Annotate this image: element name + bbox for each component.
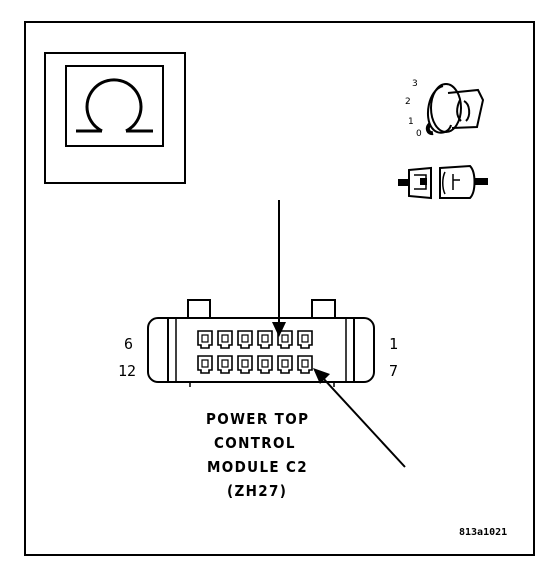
pin-cavity-6	[197, 330, 213, 349]
pin-terminal-6	[201, 334, 209, 343]
ohmmeter-icon	[44, 52, 186, 184]
probe-arrow-bottom	[313, 368, 406, 468]
pin-terminal-2	[281, 334, 289, 343]
pin-label-12: 12	[118, 362, 137, 380]
connector-pins	[197, 330, 313, 374]
ignition-position-2: 2	[405, 97, 411, 107]
pin-cavity-1	[297, 330, 313, 349]
pin-label-1: 1	[389, 335, 399, 353]
pin-cavity-4	[237, 330, 253, 349]
ignition-position-1: 1	[408, 117, 414, 127]
pin-terminal-11	[221, 359, 229, 368]
pin-terminal-3	[261, 334, 269, 343]
outer-frame	[24, 21, 535, 556]
figure-code: 813a1021	[459, 527, 508, 538]
pin-cavity-9	[257, 355, 273, 374]
caption-line-2: CONTROL	[214, 434, 296, 452]
pin-cavity-3	[257, 330, 273, 349]
pin-cavity-5	[217, 330, 233, 349]
pin-cavity-2	[277, 330, 293, 349]
pin-label-7: 7	[389, 362, 399, 380]
probe-arrow-top	[272, 200, 286, 337]
pin-cavity-8	[277, 355, 293, 374]
pin-cavity-7	[297, 355, 313, 374]
pin-label-6: 6	[124, 335, 134, 353]
pin-terminal-7	[301, 359, 309, 368]
disconnected-connector-icon	[398, 164, 488, 200]
ignition-position-0: 0	[416, 129, 422, 139]
pin-terminal-4	[241, 334, 249, 343]
caption-line-4: (ZH27)	[227, 482, 288, 500]
connector-body	[147, 299, 375, 387]
pin-terminal-1	[301, 334, 309, 343]
pin-cavity-12	[197, 355, 213, 374]
pin-terminal-8	[281, 359, 289, 368]
caption-line-1: POWER TOP	[206, 410, 310, 428]
ignition-position-3: 3	[412, 79, 418, 89]
pin-terminal-9	[261, 359, 269, 368]
pin-cavity-11	[217, 355, 233, 374]
pin-cavity-10	[237, 355, 253, 374]
pin-terminal-10	[241, 359, 249, 368]
caption-line-3: MODULE C2	[207, 458, 309, 476]
pin-terminal-12	[201, 359, 209, 368]
ignition-key-off-icon	[425, 83, 485, 136]
pin-terminal-5	[221, 334, 229, 343]
